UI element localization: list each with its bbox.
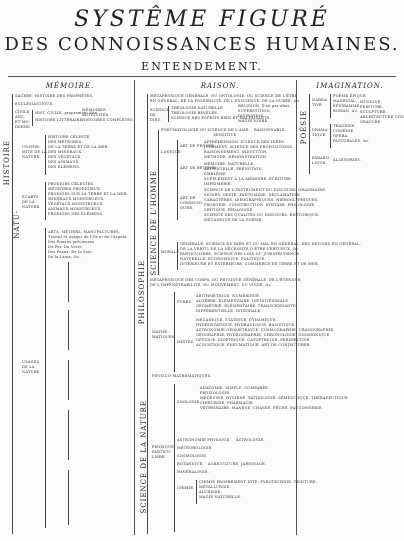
- brace-usages-sub-1: [68, 262, 69, 302]
- raison-mixtes-items: MÉCANIQUE. STATIQUE. DYNAMIQUE. HYDROSTA…: [196, 318, 335, 347]
- raison-art-communiquer-items: SCIENCE DE L'INSTRUMENT DU DISCOURS. GRA…: [204, 188, 327, 222]
- brace-morale: [177, 242, 178, 270]
- brace-logique: [177, 140, 178, 220]
- raison-science-dieu-items: THÉOLOGIE NATURELLE. THÉOLOGIE RÉVÉLÉE. …: [171, 106, 271, 120]
- raison-meteorologie: MÉTÉOROLOGIE.: [177, 446, 213, 450]
- brace-philosophie: [147, 94, 148, 534]
- label-histoire: HISTOIRE: [3, 140, 11, 186]
- memoire-ecarts-items: PRODIGES CÉLESTES. MÉTÉORES PRODIGIEUX. …: [48, 182, 128, 216]
- brace-usages-sub-2: [68, 310, 69, 350]
- raison-metaphysique: MÉTAPHYSIQUE GÉNÉRALE, OU ONTOLOGIE, OU …: [150, 94, 301, 103]
- raison-chimie: CHIMIE.: [177, 486, 195, 490]
- raison-astronomie: ASTRONOMIE PHYSIQUE. ASTROLOGIE.: [177, 438, 265, 442]
- imagination-parabolique: PARABO- LIQUE.: [312, 156, 331, 165]
- raison-pures: PURES.: [177, 300, 193, 304]
- brace-mathematiques: [174, 292, 175, 372]
- column-divider-left: [134, 80, 135, 535]
- brace-ecarts: [45, 182, 46, 220]
- brace-science-homme: [158, 130, 159, 275]
- raison-zoologie-items: ANATOMIE. SIMPLE. COMPARÉE. PHYSIOLOGIE.…: [200, 386, 350, 410]
- memoire-sacree: SACRÉE, HISTOIRE DES PROPHÈTES.: [15, 94, 94, 98]
- raison-art-retenir: ART DE RETENIR.: [180, 166, 218, 170]
- raison-physique-particuliere: PHYSIQUE PARTICU- LIÈRE.: [152, 445, 175, 459]
- brace-usages-sub-4: [68, 410, 69, 460]
- raison-art-communiquer: ART DE COMMUNI- QUER.: [180, 196, 204, 210]
- brace-usages-sub-3: [68, 360, 69, 400]
- brace-usages: [45, 228, 46, 528]
- label-philosophie: PHILOSOPHIE: [138, 260, 146, 325]
- raison-art-penser: ART DE PENSER.: [180, 144, 216, 148]
- brace-poesie: [309, 94, 310, 174]
- column-heading-raison: RAISON.: [200, 82, 240, 90]
- imagination-dramatique-items: TRAGÉDIE. COMÉDIE. OPÉRA. PASTORALES, &c…: [333, 124, 370, 143]
- raison-art-penser-items: APPRÉHENSION. SCIENCE DES IDÉES. JUGEMEN…: [204, 140, 294, 159]
- brace-physique-particuliere: [174, 384, 175, 532]
- memoire-usages-items: ARTS, MÉTIERS, MANUFACTURES. Travail et …: [48, 230, 129, 259]
- imagination-narrative: NARRA- TIVE.: [312, 98, 329, 107]
- raison-morale-items: GÉNÉRALE. SCIENCE DU BIEN ET DU MAL EN G…: [180, 242, 361, 266]
- imagination-dramatique: DRAMA- TIQUE.: [312, 128, 329, 137]
- header-rule: [8, 76, 396, 77]
- memoire-memoires: MÉMOIRES. ANTIQUITÉS. HISTOIRES COMPLETE…: [82, 108, 135, 122]
- column-heading-memoire: MÉMOIRE.: [45, 82, 95, 90]
- section-title: ENTENDEMENT.: [141, 60, 263, 73]
- raison-cosmologie: COSMOLOGIE.: [177, 454, 208, 458]
- brace-dramatique: [330, 124, 331, 148]
- memoire-civile: CIVILE, ANC. ET MO- DERNE.: [15, 110, 32, 129]
- imagination-narrative-items: POÈME ÉPIQUE. MADRIGAL. ÉPIGRAMME. ROMAN…: [333, 94, 368, 113]
- memoire-ecclesiastique: ECCLÉSIASTIQUE.: [15, 102, 54, 106]
- column-divider-right: [296, 80, 297, 535]
- imagination-arts: MUSIQUE. PEINTURE. SCULPTURE. ARCHITECTU…: [360, 100, 404, 124]
- memoire-histoire-litteraire: HISTOIRE LITTÉRAIRE.: [35, 118, 84, 122]
- raison-botanique: BOTANIQUE. AGRICULTURE. JARDINAGE.: [177, 462, 267, 466]
- memoire-usages: USAGES DE LA NATURE.: [22, 360, 41, 374]
- raison-morale: MORALE.: [161, 250, 181, 254]
- memoire-histoire-civile: HIST. CIVILE, proprement dite.: [35, 111, 99, 115]
- raison-religion: RELIGION, D'où par abus, SUPERSTITION. D…: [238, 104, 291, 123]
- brace-chimie: [196, 480, 197, 504]
- raison-zoologie: ZOOLOGIE.: [177, 400, 201, 404]
- main-title: SYSTÊME FIGURÉ: [74, 7, 330, 32]
- imagination-parabolique-items: ALLÉGORIES.: [333, 158, 362, 162]
- raison-logique: LOGIQUE.: [161, 150, 182, 154]
- memoire-uniformite-items: HISTOIRE CÉLESTE. DES MÉTÉORES. DE LA TE…: [48, 135, 110, 169]
- raison-pures-items: ARITHMÉTIQUE. NUMÉRIQUE. ALGÈBRE. ÉLÉMEN…: [196, 294, 298, 313]
- raison-pneumatologie: PNEUMATOLOGIE OU SCIENCE DE L'AME. RAISO…: [161, 128, 287, 137]
- label-naturelle: NATU-: [13, 210, 21, 239]
- label-poesie: POÉSIE: [300, 110, 308, 145]
- label-science-homme: SCIENCE DE L'HOMME: [150, 170, 158, 276]
- column-heading-imagination: IMAGINATION.: [316, 82, 384, 90]
- raison-science-dieu: SCIENCE DE DIEU.: [150, 108, 170, 122]
- raison-mineralogie: MINÉRALOGIE.: [177, 470, 209, 474]
- brace-narrative: [330, 94, 331, 118]
- memoire-ecarts: ÉCARTS DE LA NATURE.: [22, 195, 41, 209]
- brace-histoire: [12, 94, 13, 534]
- header: SYSTÊME FIGURÉ DES CONNOISSANCES HUMAINE…: [0, 8, 404, 74]
- memoire-uniformite: UNIFOR- MITÉ DE LA NATURE.: [22, 145, 47, 159]
- sub-title: DES CONNOISSANCES HUMAINES.: [4, 34, 400, 55]
- raison-physico-mathematiques: PHYSICO-MATHÉMATIQUES.: [152, 374, 212, 378]
- brace-science-dieu: [168, 106, 169, 122]
- raison-mathematiques: MATHÉ- MATIQUES.: [152, 330, 176, 339]
- label-science-nature: SCIENCE DE LA NATURE: [140, 400, 148, 514]
- raison-mixtes: MIXTES.: [177, 340, 195, 344]
- raison-art-retenir-items: MÉMOIRE. NATURELLE. ARTIFICIELLE. PRÉNOT…: [204, 162, 293, 186]
- brace-civile: [32, 110, 33, 126]
- raison-metaphysique-corps: MÉTAPHYSIQUE DES CORPS, OU PHYSIQUE GÉNÉ…: [150, 278, 302, 287]
- raison-chimie-items: CHIMIE PROPREMENT DITE. PYROTECHNIE. TEI…: [199, 480, 318, 499]
- brace-uniformite: [45, 135, 46, 175]
- brace-usages-sub-5: [68, 470, 69, 525]
